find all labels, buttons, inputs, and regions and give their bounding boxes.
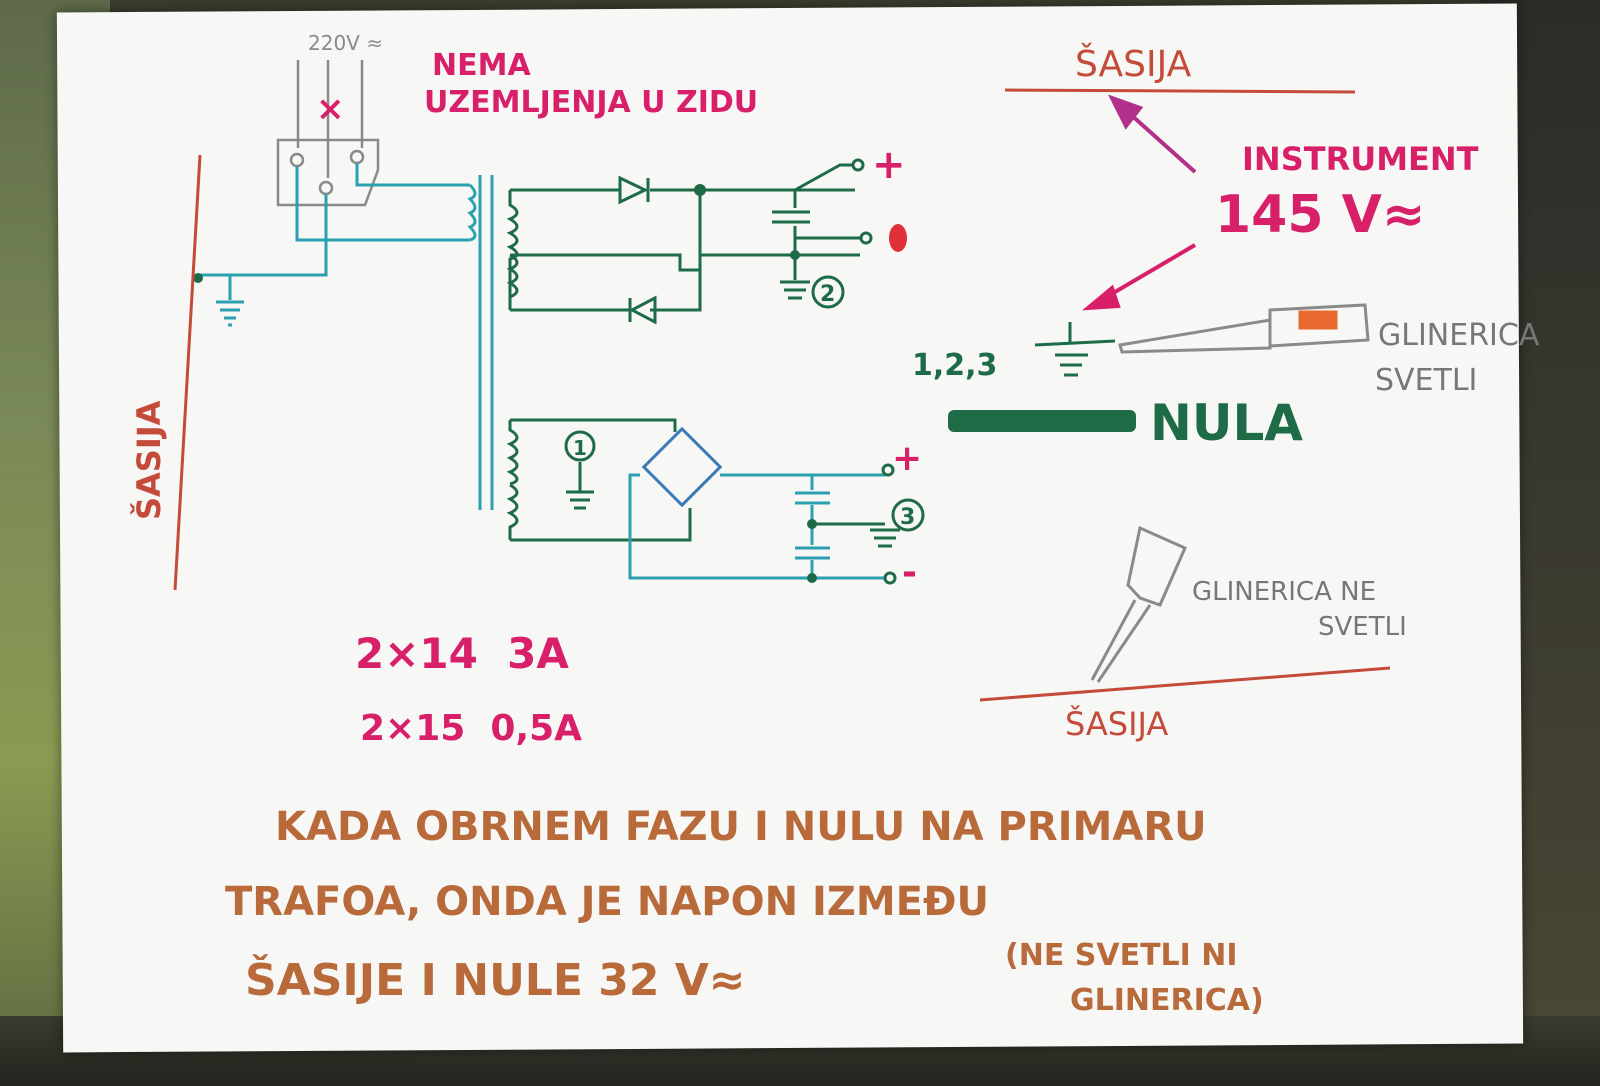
neutral-label: NULA [1150,394,1303,452]
note-line-3b: (NE SVETLI NI [1005,938,1238,973]
center-tap-junction-dot [790,250,800,260]
ground-3-icon [870,528,900,548]
no-ground-label-line1: NEMA [432,48,531,83]
chassis-top-line [1004,88,1356,94]
node-3-circle [891,498,925,532]
chassis-ground-icon [216,300,244,327]
no-ground-label-line2: UZEMLJENJA U ZIDU [424,85,758,120]
lamp-lights-label-1: GLINERICA [1378,318,1540,353]
diode-top-icon [618,175,650,205]
node-1-circle [564,430,596,462]
transformer-core [478,175,494,510]
bridge-output-wiring [628,473,885,580]
output-plus-terminal-lower [881,463,895,477]
instrument-reading: 145 V≈ [1215,185,1425,245]
diode-bottom-icon [628,295,657,325]
arrow-to-ground-icon [1081,243,1197,311]
output-plus-terminal [851,158,865,172]
neutral-bar [948,410,1136,432]
primary-wiring [200,163,477,300]
neon-tester-unlit-icon [1090,525,1187,683]
mains-plug [276,60,380,207]
note-line-2: TRAFOA, ONDA JE NAPON IZMEĐU [225,879,989,925]
winding-spec-line2: 2×15 0,5A [360,708,582,749]
node-1-label: 1 [573,436,587,460]
winding-spec-line1: 2×14 3A [355,629,569,678]
lamp-lights-label-2: SVETLI [1375,363,1477,398]
ground-1-icon [566,462,594,510]
node-2-label: 2 [820,282,835,307]
ground-2-icon [780,280,810,300]
output-minus-sign: - [902,552,917,593]
bridge-rectifier-icon [641,426,723,508]
output-minus-terminal [883,571,897,585]
node-2-circle [811,275,845,309]
mains-voltage-label: 220V ≈ [308,31,383,55]
lower-secondary-circuit [506,418,692,542]
lower-minus-dot [807,573,817,583]
output-plus-sign-mid: + [892,438,922,479]
ground-refs-label: 1,2,3 [912,348,997,383]
note-line-4: GLINERICA) [1070,983,1264,1018]
note-line-1: KADA OBRNEM FAZU I NULU NA PRIMARU [275,804,1207,850]
chassis-top-label: ŠASIJA [1075,43,1192,85]
output-plus-sign-top: + [872,142,906,188]
node-3-label: 3 [900,505,915,530]
instrument-label: INSTRUMENT [1242,140,1479,178]
chassis-bottom-line [979,666,1391,702]
note-line-3a: ŠASIJE I NULE 32 V≈ [245,953,746,1006]
chassis-left-line [173,154,202,591]
lamp-not-lit-label-1: GLINERICA NE [1192,577,1376,607]
mains-cross-mark: × [316,89,345,129]
arrow-to-chassis-icon [1107,94,1197,174]
output-zero-terminal [859,231,873,245]
lamp-not-lit-label-2: SVETLI [1318,612,1407,642]
chassis-bottom-label: ŠASIJA [1065,704,1168,743]
rectifier-junction-dot [694,184,706,196]
neon-tester-lit-icon [1118,303,1370,354]
chassis-junction-dot [193,273,203,283]
upper-secondary-circuit [506,188,860,312]
output-zero-red-dot [889,224,907,252]
chassis-left-label: ŠASIJA [129,400,168,520]
common-ground-icon [1034,322,1116,377]
